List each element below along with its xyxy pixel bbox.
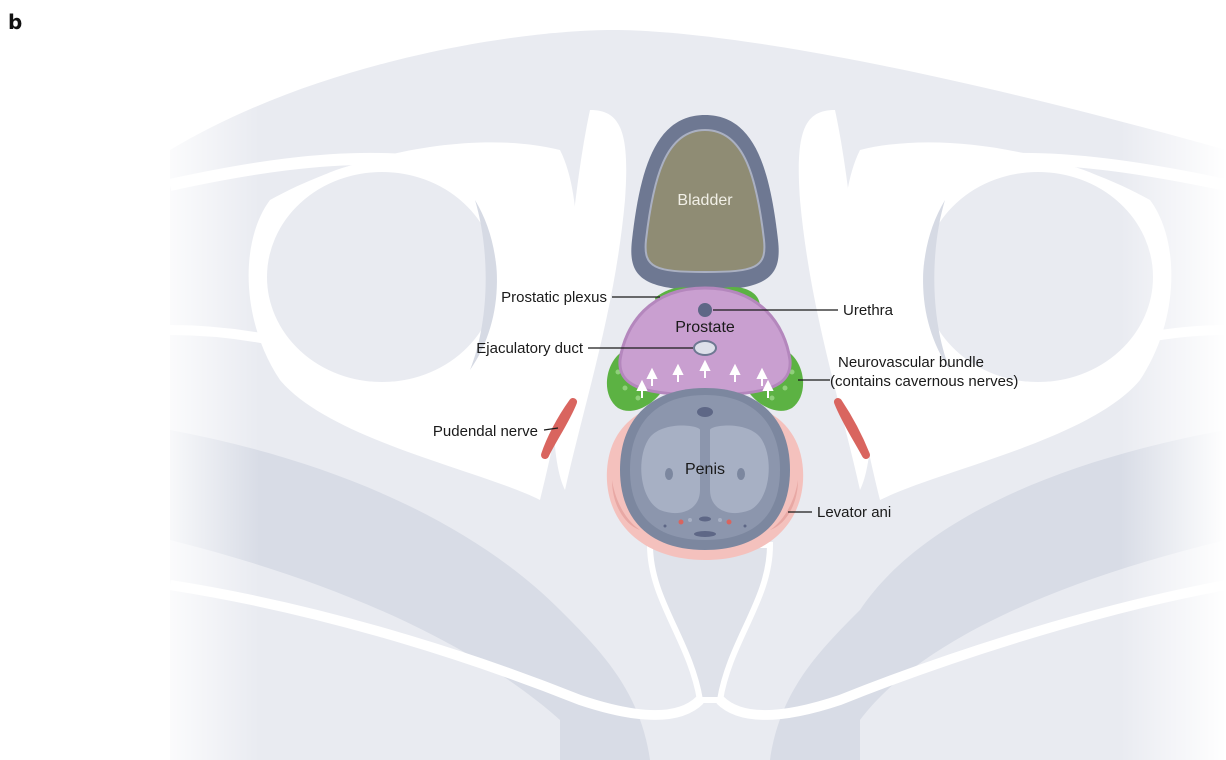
label-prostate: Prostate	[675, 319, 735, 336]
cavernosal-artery-right	[737, 468, 745, 480]
ejaculatory-duct	[694, 341, 716, 355]
label-prostatic-plexus: Prostatic plexus	[501, 289, 607, 306]
label-levator-ani: Levator ani	[817, 504, 891, 521]
label-penis: Penis	[685, 461, 725, 478]
femoral-head-left	[262, 167, 502, 387]
spongiosum-canal	[697, 407, 713, 417]
label-urethra: Urethra	[843, 302, 894, 319]
label-ejaculatory-duct: Ejaculatory duct	[476, 340, 584, 357]
fade-right	[1120, 30, 1226, 760]
urethra	[698, 303, 712, 317]
label-neurovascular-bundle-line1: Neurovascular bundle	[838, 354, 984, 371]
label-neurovascular-bundle-line2: (contains cavernous nerves)	[830, 373, 1018, 390]
cavernosal-artery-left	[665, 468, 673, 480]
label-bladder: Bladder	[677, 192, 733, 209]
label-pudendal-nerve: Pudendal nerve	[433, 423, 538, 440]
fade-left	[150, 30, 260, 760]
